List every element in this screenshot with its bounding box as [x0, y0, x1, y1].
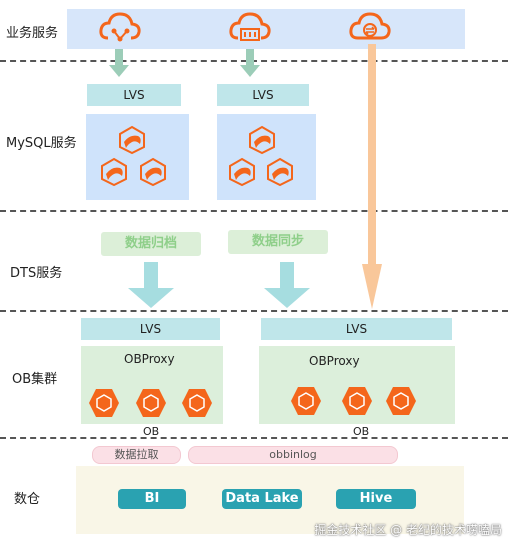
row-label-dts: DTS服务	[10, 266, 63, 281]
separator-2	[0, 210, 508, 212]
ob-node-icon	[291, 387, 321, 415]
mysql-group-left	[86, 114, 189, 200]
hive-target: Hive	[336, 489, 416, 509]
obbinlog-tag: obbinlog	[188, 446, 398, 464]
mysql-icon	[101, 157, 127, 187]
datalake-target: Data Lake	[222, 489, 302, 509]
row-label-business: 业务服务	[6, 26, 59, 41]
pull-tag: 数据拉取	[92, 446, 181, 464]
row-label-mysql: MySQL服务	[6, 136, 77, 151]
mysql-lvs-right: LVS	[217, 84, 309, 106]
dts-archive-tag: 数据归档	[101, 232, 201, 256]
ob-node-icon	[342, 387, 372, 415]
mysql-icon	[267, 157, 293, 187]
arrow-to-mysql-left	[109, 49, 129, 77]
separator-4	[0, 437, 508, 439]
ob-node-icon	[89, 389, 119, 417]
separator-3	[0, 310, 508, 312]
ob-left-proxy-label: OBProxy	[124, 352, 175, 366]
cloud-server-icon	[229, 12, 271, 41]
arrow-to-mysql-right	[240, 49, 260, 77]
ob-right-label: OB	[353, 425, 370, 438]
ob-left-label: OB	[143, 425, 160, 438]
direct-write-arrow	[362, 44, 382, 309]
arrow-archive-down	[128, 262, 174, 308]
ob-right-lvs: LVS	[261, 318, 452, 340]
ob-node-icon	[386, 387, 416, 415]
mysql-icon	[249, 125, 275, 155]
mysql-icon	[119, 125, 145, 155]
ob-right-proxy-label: OBProxy	[309, 354, 360, 368]
business-band	[67, 9, 465, 49]
arrow-sync-down	[264, 262, 310, 308]
mysql-icon	[229, 157, 255, 187]
mysql-group-right	[217, 114, 316, 200]
bi-target: BI	[118, 489, 186, 509]
ob-node-icon	[136, 389, 166, 417]
row-label-warehouse: 数仓	[14, 492, 41, 507]
ob-node-icon	[182, 389, 212, 417]
cloud-share-icon	[99, 12, 141, 42]
row-label-ob: OB集群	[12, 372, 58, 387]
cloud-sync-icon	[349, 12, 391, 40]
dts-sync-tag: 数据同步	[228, 230, 328, 254]
mysql-lvs-left: LVS	[87, 84, 181, 106]
mysql-icon	[140, 157, 166, 187]
watermark: 掘金技术社区 @ 老纪的技术唠嗑局	[314, 523, 502, 537]
ob-left-lvs: LVS	[81, 318, 220, 340]
